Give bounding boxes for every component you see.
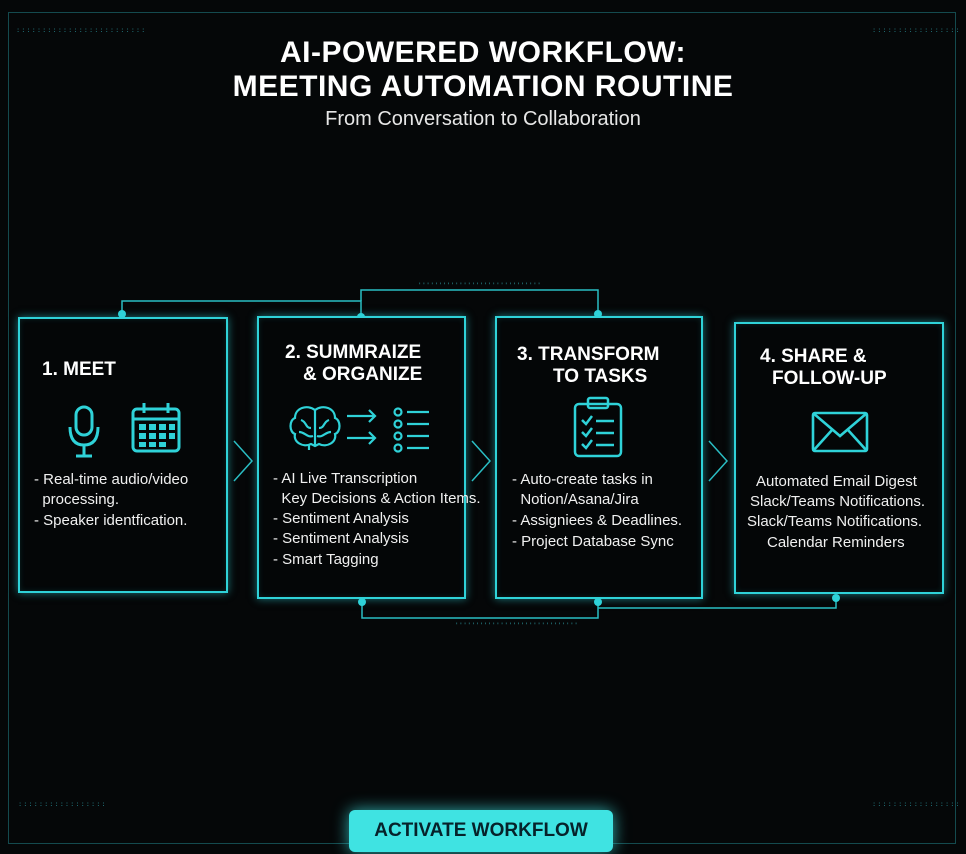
page-title-line2: MEETING AUTOMATION ROUTINE [232,70,734,103]
step-card-meet: 1. MEET - Real-time audio/video processi… [18,317,228,593]
page-title: AI-POWERED WORKFLOW: MEETING AUTOMATION … [0,36,966,104]
step-title: 3. TRANSFORM [517,344,660,365]
step-detail: - AI Live Transcription [273,470,418,487]
corner-decoration-top-left: ::::::::::::::::::::::::: [16,26,147,34]
arrows-icon [347,409,377,445]
wire-node [832,594,840,602]
step-detail: - Real-time audio/video [34,471,189,488]
clipboard-checklist-icon [573,396,623,458]
step-detail: - Speaker identfication. [34,512,188,529]
chevron-3-icon [708,440,729,482]
list-icon [393,407,429,453]
step-detail: - Project Database Sync [512,533,674,550]
brain-icon [289,406,341,450]
step-detail: Slack/Teams Notifications. [750,493,926,510]
wire-node [358,598,366,606]
microphone-icon [68,405,100,458]
step-detail: Automated Email Digest [756,473,917,490]
corner-decoration-bottom-left: ::::::::::::::::: [18,800,107,808]
wire-node [118,310,126,318]
step-card-transform: 3. TRANSFORM TO TASKS - Auto-create task… [495,316,703,599]
chevron-1-icon [233,440,254,482]
step-detail: Slack/Teams Notifications. [747,513,923,530]
step-detail: - Sentiment Analysis [273,530,409,547]
chevron-2-icon [471,440,492,482]
step-detail: - Auto-create tasks in [512,471,653,488]
step-title: & ORGANIZE [303,364,423,385]
wire-node [594,598,602,606]
step-detail: - Sentiment Analysis [273,510,409,527]
step-detail: Key Decisions & Action Items. [273,490,481,507]
step-detail: - Assigniees & Deadlines. [512,512,683,529]
step-title: TO TASKS [553,366,648,387]
step-title: 1. MEET [42,359,116,380]
calendar-icon [131,403,181,453]
step-title: 4. SHARE & [760,346,867,367]
step-card-summarize: 2. SUMMRAIZE & ORGANIZE - AI Live Transc… [257,316,481,599]
wire-label-bottom: '''''''''''''''''''''''''''''' [455,622,579,629]
envelope-icon [811,411,869,453]
corner-decoration-bottom-right: ::::::::::::::::: [872,800,961,808]
activate-workflow-label: ACTIVATE WORKFLOW [374,820,588,841]
activate-workflow-button[interactable]: ACTIVATE WORKFLOW [349,810,613,852]
page-subtitle: From Conversation to Collaboration [325,108,641,130]
corner-decoration-top-right: ::::::::::::::::: [872,26,961,34]
wire-top-left [121,300,362,317]
step-detail: processing. [34,491,120,508]
wire-bottom-left [361,600,599,619]
step-card-share: 4. SHARE & FOLLOW-UP Automated Email Dig… [734,322,944,594]
step-title: 2. SUMMRAIZE [285,342,422,363]
page-title-line1: AI-POWERED WORKFLOW: [279,36,687,69]
wire-top-right [360,289,599,314]
step-detail: - Smart Tagging [273,551,379,568]
step-title: FOLLOW-UP [772,368,887,389]
step-detail: Calendar Reminders [767,534,905,551]
step-detail: Notion/Asana/Jira [512,491,639,508]
wire-label-top: '''''''''''''''''''''''''''''' [418,282,542,289]
